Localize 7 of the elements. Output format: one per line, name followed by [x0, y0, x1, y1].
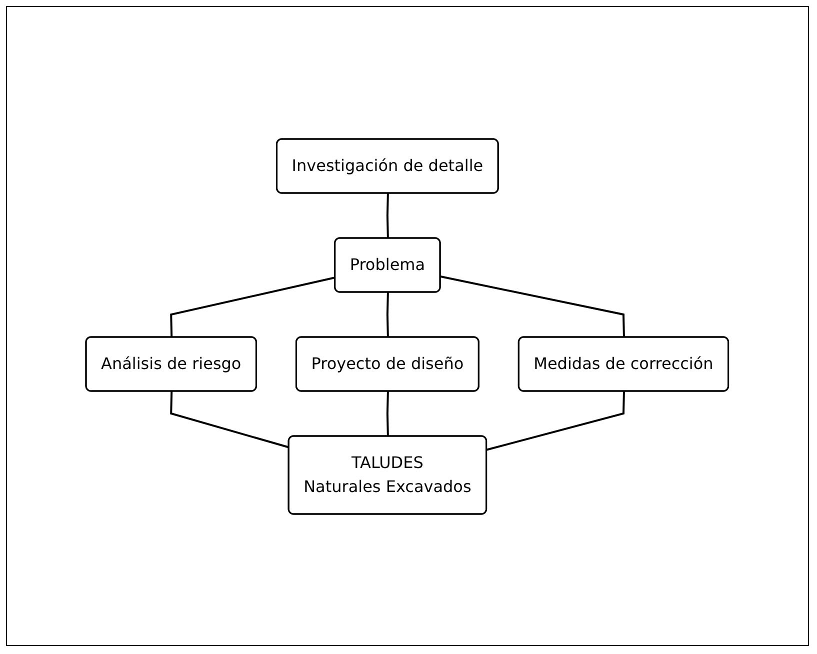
connector — [386, 292, 390, 338]
connector — [170, 390, 290, 448]
connector — [486, 390, 626, 450]
connector — [170, 276, 336, 338]
connector — [386, 192, 390, 238]
connector — [440, 275, 626, 338]
connector — [386, 390, 390, 436]
